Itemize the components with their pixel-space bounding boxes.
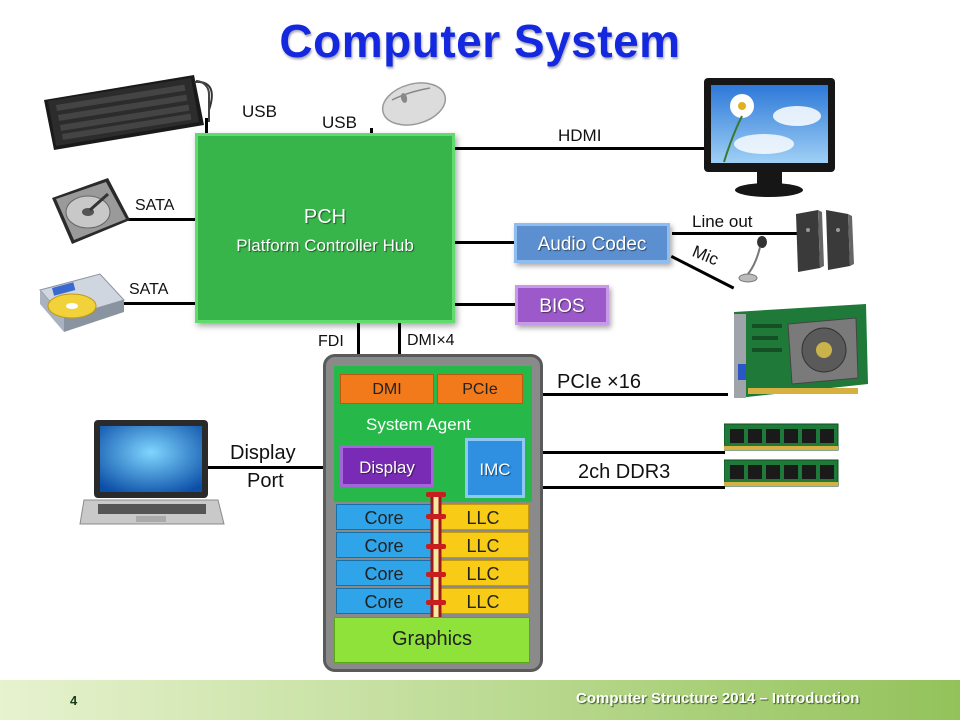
line-out-label: Line out — [692, 212, 753, 231]
keyboard-cable — [196, 80, 210, 122]
sata-hdd-line — [120, 218, 196, 221]
ddr3-line-2 — [525, 486, 725, 489]
cpu-pcie-block: PCIe — [437, 374, 523, 404]
ram-module-icon — [724, 423, 839, 451]
core-block: Core — [336, 588, 432, 614]
llc-block: LLC — [437, 588, 529, 614]
hdmi-line — [455, 147, 705, 150]
dmi-line — [398, 323, 401, 378]
keyboard-icon — [44, 75, 213, 150]
bios-block: BIOS — [515, 285, 609, 325]
ddr3-line-1 — [525, 451, 725, 454]
core-block: Core — [336, 532, 432, 558]
dvd-drive-icon — [39, 273, 125, 332]
pch-full-name: Platform Controller Hub — [236, 236, 414, 255]
core-block: Core — [336, 504, 432, 530]
microphone-icon — [738, 236, 767, 283]
bios-line — [455, 303, 517, 306]
cpu-imc-block: IMC — [465, 438, 525, 498]
cpu-display-block: Display — [340, 445, 434, 487]
display-port-line — [207, 466, 340, 469]
usb-keyboard-label: USB — [242, 102, 277, 121]
display-port-label-1: Display — [230, 442, 296, 464]
hard-disk-icon — [52, 178, 130, 244]
pcie16-label: PCIe ×16 — [557, 371, 641, 393]
audio-codec-block: Audio Codec — [514, 223, 670, 263]
pch-name: PCH — [303, 206, 347, 228]
usb-keyboard-line — [205, 118, 208, 134]
fdi-label: FDI — [318, 333, 344, 350]
graphics-block: Graphics — [334, 617, 530, 663]
ram-module-icon — [724, 459, 839, 487]
system-agent-label: System Agent — [366, 415, 471, 434]
llc-block: LLC — [437, 504, 529, 530]
line-out-line — [672, 232, 797, 235]
footer-bar — [0, 680, 960, 720]
core-block: Core — [336, 560, 432, 586]
laptop-icon — [79, 420, 225, 525]
audio-line — [455, 241, 515, 244]
graphics-card-icon — [734, 304, 868, 398]
pcie-line — [523, 393, 728, 396]
llc-block: LLC — [437, 532, 529, 558]
page-title: Computer System — [279, 15, 681, 67]
sata-dvd-label: SATA — [129, 281, 169, 298]
sata-hdd-label: SATA — [135, 197, 175, 214]
display-port-label-2: Port — [247, 470, 284, 492]
sata-dvd-line — [112, 302, 196, 305]
usb-mouse-label: USB — [322, 113, 357, 132]
ring-bus — [426, 492, 446, 628]
usb-mouse-line — [370, 128, 373, 136]
monitor-icon — [704, 78, 835, 197]
speakers-icon — [796, 210, 854, 272]
page-number: 4 — [70, 693, 78, 708]
footer-text: Computer Structure 2014 – Introduction — [576, 690, 860, 707]
pch-block: PCH Platform Controller Hub — [195, 133, 455, 323]
cpu-dmi-block: DMI — [340, 374, 434, 404]
ddr3-label: 2ch DDR3 — [578, 461, 671, 483]
mouse-icon — [381, 82, 447, 126]
dmi4-label: DMI×4 — [407, 332, 455, 349]
hdmi-label: HDMI — [558, 126, 602, 145]
llc-block: LLC — [437, 560, 529, 586]
